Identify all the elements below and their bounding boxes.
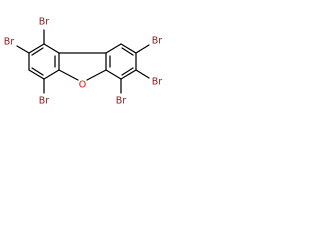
bond-c9b-c1 [43,43,60,54]
left-benzene-ring [28,43,60,80]
bond-c1-c2 [28,43,45,54]
atom-labels: Br Br Br O Br Br Br [4,17,163,107]
right-benzene-ring [105,43,137,80]
bromine-label-4: Br [39,96,50,107]
furan-ring [58,52,107,81]
bond-c3-c4-inner [31,67,44,76]
bond-c7-c6-inner [121,67,134,76]
bond-c2-br2 [16,45,30,54]
molecule-diagram: Br Br Br O Br Br Br [4,17,163,107]
bond-c9-c8 [120,43,137,54]
bond-c4-c4a [43,69,60,80]
bond-c8-br8 [135,44,150,54]
bond-c6-c5a [105,69,122,80]
bond-c9a-c9 [105,43,122,54]
bromine-label-1: Br [39,17,50,28]
bond-c3-c4 [28,69,45,80]
bond-c4a-oxygen [58,69,79,81]
bond-c9-c8-inner [121,47,134,56]
bond-c7-br7 [135,69,150,79]
structure-canvas: Br Br Br O Br Br Br [0,0,211,129]
bromine-label-6: Br [116,96,127,107]
bond-c1-c2-inner [31,47,44,56]
substituent-bonds [16,29,150,94]
bond-c7-c6 [120,69,137,80]
bond-oxygen-c5a [86,69,107,81]
bromine-label-2: Br [4,37,15,48]
bromine-label-7: Br [152,77,163,88]
oxygen-label: O [79,80,86,91]
bromine-label-8: Br [152,36,163,47]
